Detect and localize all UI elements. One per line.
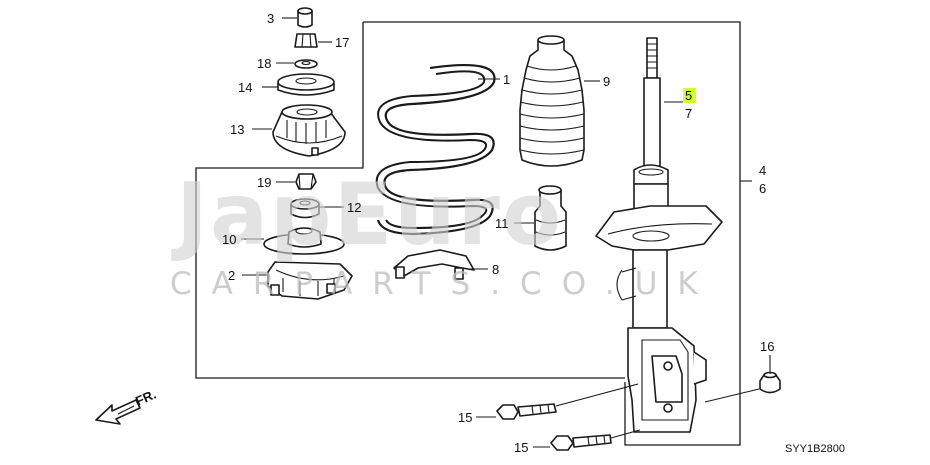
diagram-code: SYY1B2800 <box>785 443 845 455</box>
bump-stop-part <box>534 185 567 251</box>
callout-9: 9 <box>603 74 610 89</box>
callout-11: 11 <box>495 216 509 231</box>
callout-13: 13 <box>230 122 244 137</box>
front-arrow-icon <box>95 399 141 425</box>
callout-8: 8 <box>492 262 499 277</box>
callout-15-lower: 15 <box>514 440 528 455</box>
upper-mount-part <box>272 104 346 157</box>
callout-3: 3 <box>267 11 274 26</box>
callout-7: 7 <box>685 106 692 121</box>
nut-part <box>294 33 318 48</box>
strut-part <box>595 37 723 433</box>
callout-4: 4 <box>759 163 766 178</box>
callout-19: 19 <box>257 175 271 190</box>
callout-1: 1 <box>503 72 510 87</box>
callout-12: 12 <box>347 200 361 215</box>
callout-16: 16 <box>760 339 774 354</box>
lower-seat-part <box>393 249 475 280</box>
assembly-frame <box>195 21 741 446</box>
spring-plate-part <box>267 261 353 300</box>
bushing-part <box>290 198 320 219</box>
front-label: FR. <box>133 387 158 409</box>
washer-part <box>294 59 318 69</box>
cap-part <box>297 7 313 28</box>
leader-16b <box>704 388 760 403</box>
coil-spring-part <box>375 63 496 236</box>
nut-19-part <box>295 173 317 190</box>
dust-boot-part <box>519 35 585 167</box>
callout-2: 2 <box>228 268 235 283</box>
bolt-upper-part <box>496 403 557 420</box>
callout-6: 6 <box>759 181 766 196</box>
bearing-part <box>277 73 335 96</box>
callout-10: 10 <box>222 232 236 247</box>
callout-18: 18 <box>257 56 271 71</box>
bolt-lower-part <box>550 434 612 451</box>
watermark-brand: JapEuro <box>171 165 563 265</box>
flange-nut-part <box>759 371 781 394</box>
callout-5-highlight <box>683 88 696 103</box>
bolt-upper-path <box>555 383 639 407</box>
callout-17: 17 <box>335 35 349 50</box>
spring-seat-part <box>263 227 345 255</box>
callout-14: 14 <box>238 80 252 95</box>
bolt-lower-path <box>610 429 641 439</box>
watermark-site: CARPARTS.CO.UK <box>170 266 718 302</box>
callout-15-upper: 15 <box>458 410 472 425</box>
callout-5: 5 <box>685 88 692 103</box>
